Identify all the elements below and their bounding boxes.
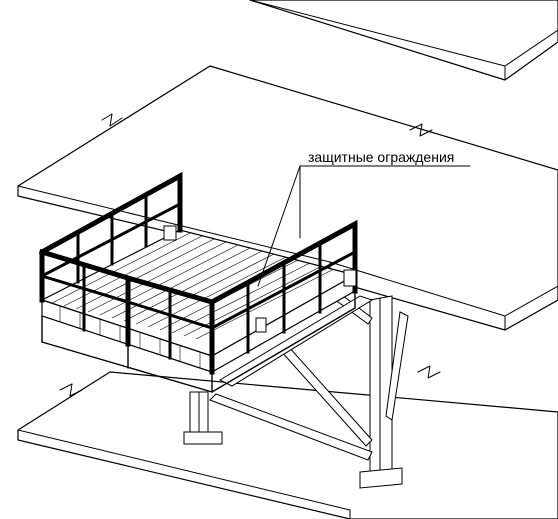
callout-label: защитные ограждения	[308, 149, 454, 165]
break-mark-right	[409, 123, 433, 137]
support-structure	[183, 291, 409, 489]
middle-slab	[17, 65, 558, 331]
deck-edge-hatch	[59, 306, 201, 368]
break-mark-left	[101, 113, 123, 127]
lower-slab	[17, 365, 558, 519]
mount-plate	[343, 269, 357, 287]
callout: защитные ограждения	[257, 149, 471, 287]
leader-line-2	[257, 165, 301, 287]
mount-plate	[255, 317, 267, 333]
protective-railings	[38, 171, 358, 375]
break-mark-lower-right	[417, 365, 441, 379]
upper-slab	[249, 0, 558, 81]
mount-plate	[163, 225, 177, 241]
break-mark-lower-left	[59, 383, 83, 397]
